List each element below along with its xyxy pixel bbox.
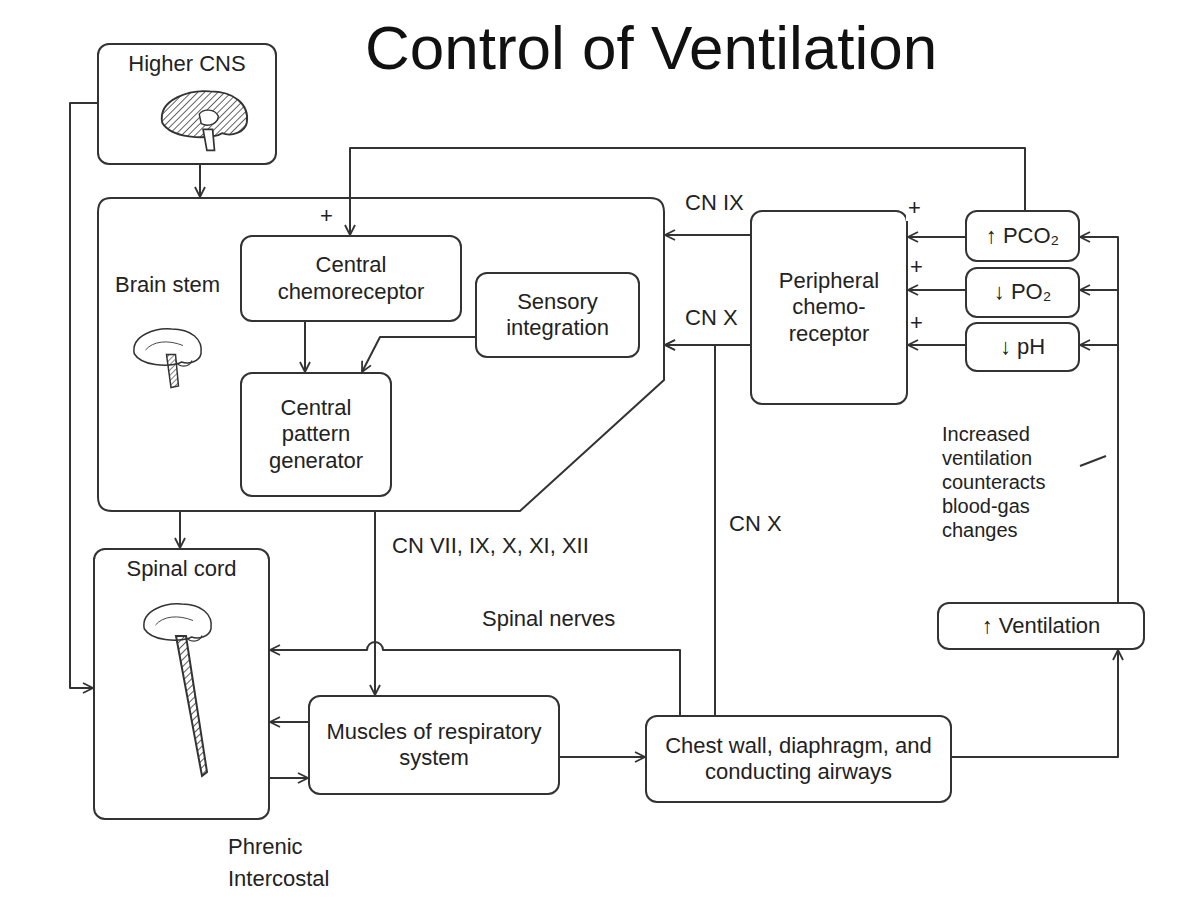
node-text: Central pattern generator — [250, 395, 382, 474]
process-box: Peripheral chemo- receptor — [750, 210, 908, 405]
leader-line — [1080, 456, 1106, 466]
connector-arrow — [560, 756, 645, 758]
edge-label: CN VII, IX, X, XI, XII — [390, 533, 591, 559]
node-text: ↑ PCO₂ — [986, 223, 1059, 249]
process-box: ↓ pH — [965, 322, 1080, 372]
note-label: Phrenic — [226, 834, 305, 860]
sign-label: + — [908, 310, 925, 336]
brain-illustration — [162, 91, 247, 150]
edge-label: Spinal nerves — [480, 606, 617, 632]
connector-arrow — [665, 234, 750, 236]
edge-label: CN IX — [683, 190, 746, 216]
region-border — [98, 198, 664, 511]
sign-label: + — [318, 203, 335, 229]
spinal-cord-illustration — [144, 604, 211, 776]
region-box: Brain stem Central chemoreceptorSensory i… — [97, 197, 665, 512]
connector-arrow — [179, 512, 181, 548]
process-box: ↑ PCO₂ — [965, 210, 1080, 262]
connector-arrow — [374, 512, 376, 695]
node-text: ↓ pH — [1000, 334, 1045, 360]
connector-arrow — [1080, 290, 1118, 602]
edge-label: CN X — [683, 305, 740, 331]
connector-arrow — [270, 721, 308, 723]
sign-label: + — [906, 195, 923, 221]
process-box: Sensory integration — [475, 272, 640, 358]
connector-arrow — [1080, 237, 1118, 602]
brainstem-illustration — [134, 329, 201, 388]
node-text: ↓ PO₂ — [994, 279, 1051, 305]
node-text: Central chemoreceptor — [250, 252, 452, 305]
title: Control of Ventilation — [365, 12, 937, 83]
connector-arrow — [952, 650, 1118, 757]
process-box: Spinal cord — [93, 548, 270, 820]
process-box: ↑ Ventilation — [937, 602, 1145, 650]
node-text: Brain stem — [115, 272, 220, 298]
edge-label: CN X — [727, 511, 784, 537]
connector-arrow — [362, 337, 475, 372]
connector-arrow — [908, 289, 965, 291]
region-outline — [97, 197, 665, 512]
process-box: Central pattern generator — [240, 372, 392, 497]
sign-label: + — [908, 254, 925, 280]
node-text: Sensory integration — [485, 289, 630, 342]
connector-arrow — [270, 642, 680, 715]
process-box: Muscles of respiratory system — [308, 695, 560, 795]
process-box: Higher CNS — [97, 43, 277, 165]
connector-arrow — [270, 777, 308, 779]
process-box: Central chemoreceptor — [240, 235, 462, 322]
process-box: Chest wall, diaphragm, and conducting ai… — [645, 715, 952, 803]
node-text: Muscles of respiratory system — [318, 719, 550, 772]
process-box: ↓ PO₂ — [965, 267, 1080, 318]
node-text: Higher CNS — [128, 51, 245, 77]
note-label: Intercostal — [226, 866, 332, 892]
node-text: Spinal cord — [126, 556, 236, 582]
connector-arrow — [350, 148, 1025, 235]
connector-arrow — [665, 345, 715, 715]
connector-arrow — [1080, 345, 1118, 602]
node-text: ↑ Ventilation — [982, 613, 1101, 639]
node-text: Peripheral chemo- receptor — [760, 268, 898, 347]
note-label: Increased ventilation counteracts blood-… — [940, 422, 1078, 542]
node-text: Chest wall, diaphragm, and conducting ai… — [655, 733, 942, 786]
connector-arrow — [908, 236, 965, 238]
connector-arrow — [908, 344, 965, 346]
connector-arrow — [304, 322, 306, 372]
connector-arrow — [199, 165, 201, 197]
